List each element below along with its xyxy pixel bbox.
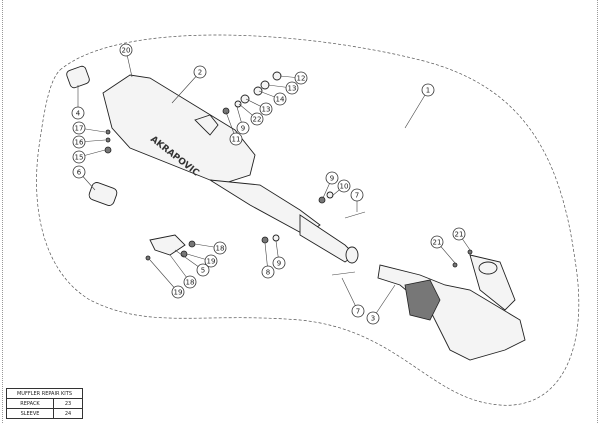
callout-22: 22: [250, 112, 264, 126]
leader-line: [149, 259, 179, 293]
callout-number: 12: [297, 75, 306, 83]
callout-18: 18: [213, 241, 227, 255]
kit-name: SLEEVE: [6, 408, 54, 419]
repair-kits-title: MUFFLER REPAIR KITS: [6, 388, 83, 399]
callout-number: 9: [241, 125, 245, 133]
callout-number: 1: [426, 87, 430, 95]
callout-15: 15: [72, 150, 86, 164]
callout-4: 4: [71, 106, 85, 120]
callout-number: 13: [288, 85, 297, 93]
callout-number: 6: [77, 169, 82, 177]
callout-21: 21: [452, 227, 466, 241]
callout-number: 9: [277, 260, 281, 268]
callout-number: 14: [276, 96, 285, 104]
callout-number: 20: [122, 47, 131, 55]
callout-11: 11: [229, 132, 243, 146]
callout-number: 22: [253, 116, 262, 124]
callout-13: 13: [259, 102, 273, 116]
callout-7: 7: [350, 188, 364, 202]
callout-17: 17: [72, 121, 86, 135]
callout-10: 10: [337, 179, 351, 193]
callout-number: 21: [455, 231, 464, 239]
callout-5: 5: [196, 263, 210, 277]
callout-number: 18: [186, 279, 195, 287]
callout-18: 18: [183, 275, 197, 289]
callout-6: 6: [72, 165, 86, 179]
callout-number: 11: [232, 136, 241, 144]
leader-line: [372, 284, 396, 319]
kit-number: 24: [53, 408, 83, 419]
kit-name: REPACK: [6, 398, 54, 409]
callout-number: 18: [216, 245, 225, 253]
heat-shield: [404, 279, 441, 321]
callout-14: 14: [273, 92, 287, 106]
callout-number: 19: [174, 289, 183, 297]
callout-7: 7: [351, 304, 365, 318]
callout-16: 16: [72, 135, 86, 149]
callout-number: 19: [207, 258, 216, 266]
callout-19: 19: [204, 254, 218, 268]
callout-number: 10: [340, 183, 349, 191]
callout-1: 1: [421, 83, 435, 97]
callout-19: 19: [171, 285, 185, 299]
callout-number: 3: [371, 315, 375, 323]
callout-21: 21: [430, 235, 444, 249]
kit-number: 23: [53, 398, 83, 409]
callout-number: 16: [75, 139, 84, 147]
callout-12: 12: [294, 71, 308, 85]
callout-number: 13: [262, 106, 271, 114]
inlet-coupler: [66, 65, 90, 89]
end-cap: [88, 182, 118, 206]
kit-boundary-outline: [36, 34, 580, 406]
callout-9: 9: [236, 121, 250, 135]
callout-number: 2: [198, 69, 202, 77]
callout-number: 5: [201, 267, 205, 275]
callout-2: 2: [193, 65, 207, 79]
callout-number: 21: [433, 239, 442, 247]
callout-9: 9: [325, 171, 339, 185]
springs: [331, 211, 366, 276]
callout-number: 7: [356, 308, 360, 316]
callout-13: 13: [285, 81, 299, 95]
leader-line: [404, 89, 429, 129]
callout-number: 7: [355, 192, 359, 200]
callout-9: 9: [272, 256, 286, 270]
callout-20: 20: [119, 43, 133, 57]
callout-number: 8: [266, 269, 270, 277]
leader-line: [171, 71, 201, 104]
callout-8: 8: [261, 265, 275, 279]
callout-number: 15: [75, 154, 84, 162]
bracket: [149, 234, 186, 256]
callout-number: 9: [330, 175, 334, 183]
muffler-body: AKRAPOVIC: [102, 74, 321, 236]
callout-3: 3: [366, 311, 380, 325]
callout-number: 17: [75, 125, 84, 133]
callout-number: 4: [76, 110, 81, 118]
